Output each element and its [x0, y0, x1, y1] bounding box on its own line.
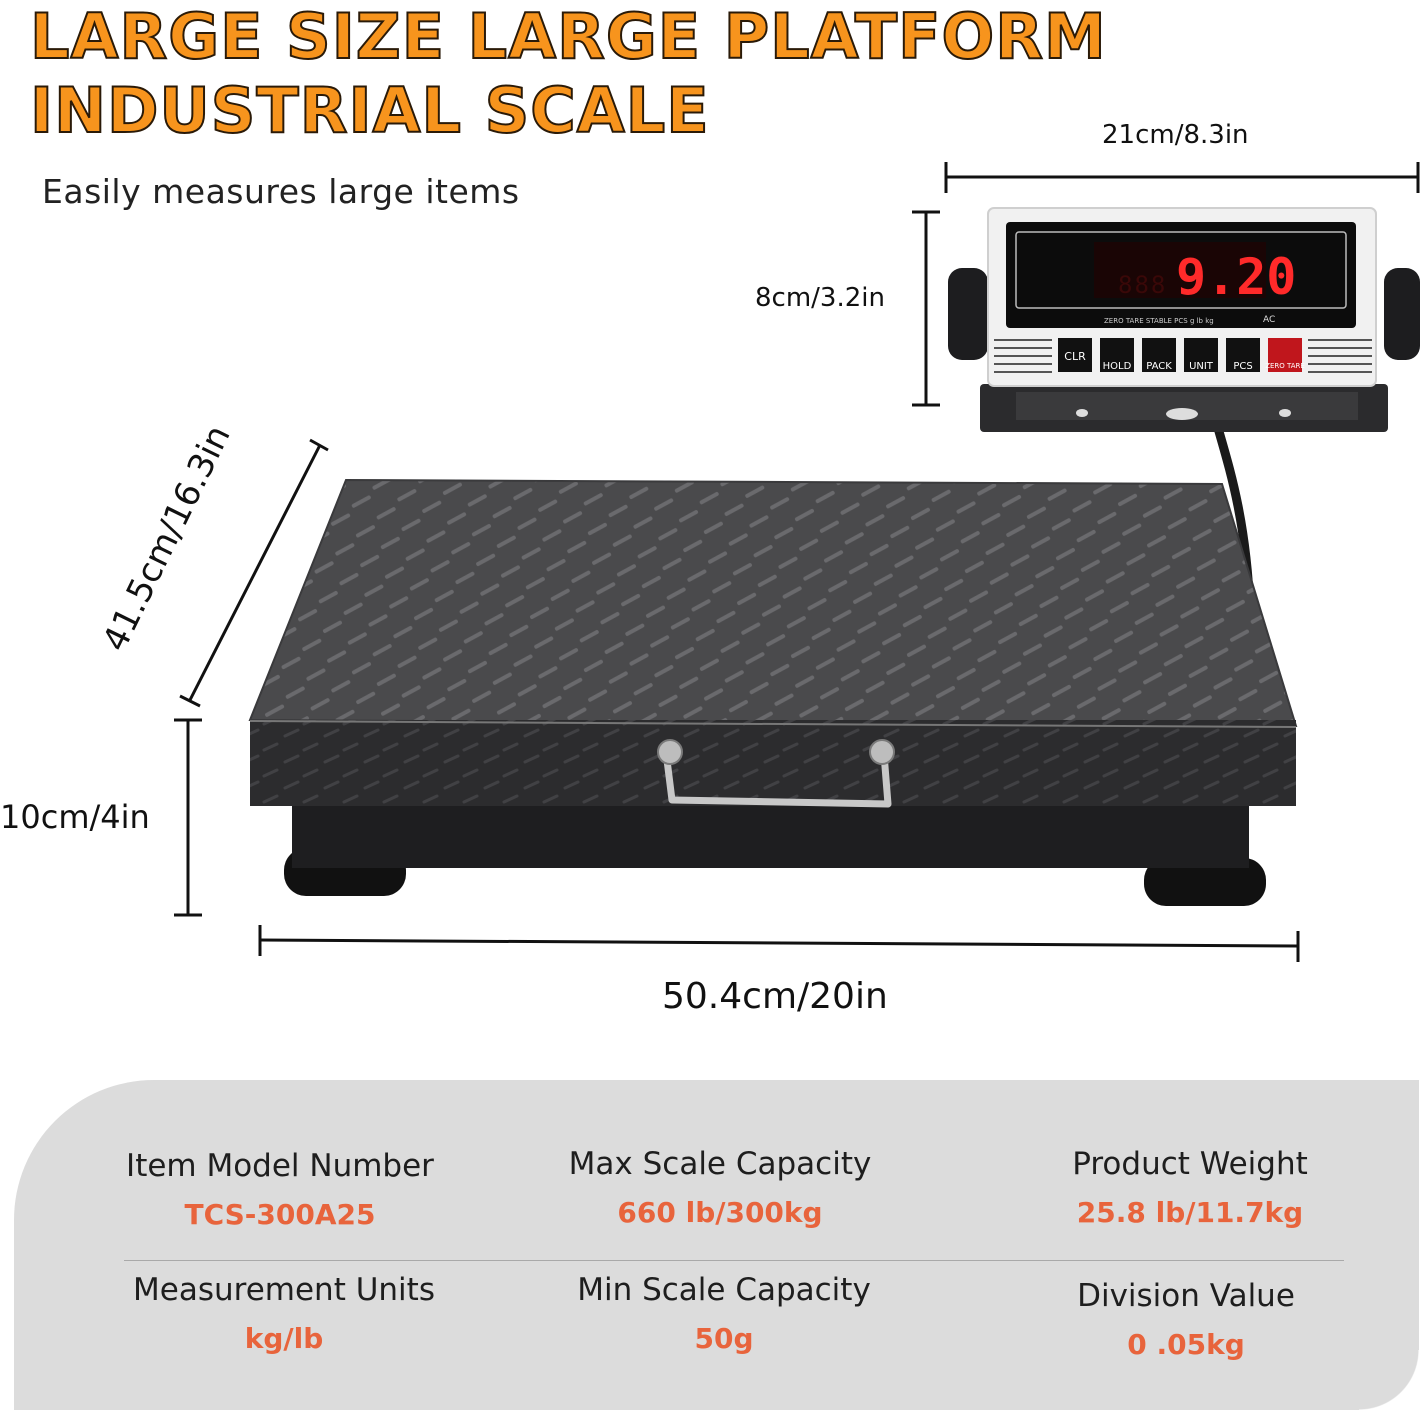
dimension-lines — [174, 162, 1420, 962]
spec-label: Product Weight — [1072, 1146, 1308, 1182]
key-zero-tare: ZERO TARE — [1265, 362, 1305, 370]
spec-label: Item Model Number — [126, 1148, 434, 1184]
spec-label: Min Scale Capacity — [577, 1272, 871, 1308]
platform-height-label: 10cm/4in — [0, 798, 150, 836]
spec-measurement-units: Measurement Units kg/lb — [74, 1272, 494, 1355]
key-clr: CLR — [1064, 350, 1086, 363]
headline-line-1: LARGE SIZE LARGE PLATFORM — [29, 0, 1107, 74]
key-pack: PACK — [1146, 361, 1172, 372]
spec-model-number: Item Model Number TCS-300A25 — [70, 1148, 490, 1231]
spec-min-capacity: Min Scale Capacity 50g — [514, 1272, 934, 1355]
spec-value: kg/lb — [244, 1322, 324, 1355]
product-illustration: 888 9.20 ZERO TARE STABLE PCS g lb kg AC… — [174, 162, 1420, 962]
headline: LARGE SIZE LARGE PLATFORM INDUSTRIAL SCA… — [29, 0, 1107, 148]
spec-value: 660 lb/300kg — [617, 1196, 823, 1229]
key-hold: HOLD — [1103, 361, 1132, 372]
headline-line-2: INDUSTRIAL SCALE — [29, 73, 710, 148]
svg-text:888: 888 — [1118, 271, 1167, 299]
indicator-display: 888 9.20 ZERO TARE STABLE PCS g lb kg AC… — [948, 207, 1420, 432]
spec-panel: Item Model Number TCS-300A25 Max Scale C… — [14, 1080, 1419, 1410]
spec-value: 0 .05kg — [1127, 1328, 1245, 1361]
key-unit: UNIT — [1189, 361, 1214, 372]
spec-max-capacity: Max Scale Capacity 660 lb/300kg — [510, 1146, 930, 1229]
display-width-label: 21cm/8.3in — [1102, 120, 1249, 150]
spec-label: Division Value — [1077, 1278, 1295, 1314]
display-reading: 9.20 — [1176, 248, 1296, 306]
platform-width-label: 50.4cm/20in — [662, 976, 888, 1017]
spec-label: Max Scale Capacity — [568, 1146, 872, 1182]
subtitle: Easily measures large items — [42, 172, 520, 211]
spec-divider — [124, 1260, 1344, 1261]
indicator-labels: ZERO TARE STABLE PCS g lb kg — [1104, 317, 1214, 325]
display-height-label: 8cm/3.2in — [755, 283, 885, 313]
spec-product-weight: Product Weight 25.8 lb/11.7kg — [980, 1146, 1400, 1229]
spec-value: 25.8 lb/11.7kg — [1076, 1196, 1304, 1229]
spec-label: Measurement Units — [133, 1272, 435, 1308]
spec-value: TCS-300A25 — [184, 1198, 376, 1231]
key-pcs: PCS — [1233, 361, 1252, 372]
ac-label: AC — [1263, 315, 1275, 325]
platform-scale — [248, 478, 1298, 906]
spec-value: 50g — [694, 1322, 754, 1355]
spec-division-value: Division Value 0 .05kg — [976, 1278, 1396, 1361]
